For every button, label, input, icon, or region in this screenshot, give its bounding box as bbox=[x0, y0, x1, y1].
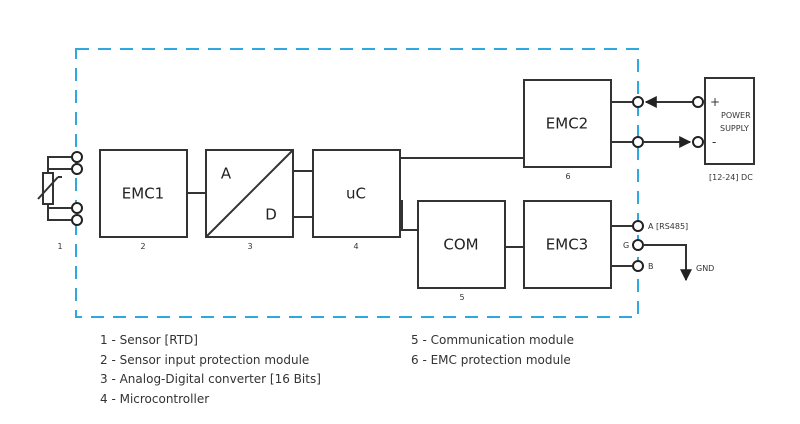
terminal-b-label: B bbox=[648, 262, 654, 271]
com-block bbox=[417, 200, 506, 289]
legend-item: 2 - Sensor input protection module bbox=[100, 352, 310, 367]
com-label: COM bbox=[443, 236, 478, 254]
psu-label-line1: POWER bbox=[721, 111, 751, 120]
emc2-block bbox=[523, 79, 612, 168]
emc2-label: EMC2 bbox=[546, 115, 588, 133]
com-number: 5 bbox=[459, 293, 464, 302]
emc1-number: 2 bbox=[140, 242, 145, 251]
legend-left: 1 - Sensor [RTD] 2 - Sensor input protec… bbox=[100, 331, 321, 409]
psu-plus-sign: + bbox=[710, 95, 720, 109]
sensor-terminal-2 bbox=[71, 163, 83, 175]
emc1-label: EMC1 bbox=[122, 185, 164, 203]
adc-label-d: D bbox=[265, 206, 277, 224]
adc-number: 3 bbox=[247, 242, 252, 251]
psu-minus-sign: - bbox=[712, 135, 716, 149]
terminal-a-label: A [RS485] bbox=[648, 222, 688, 231]
microcontroller-label: uC bbox=[346, 185, 366, 203]
power-terminal-minus bbox=[632, 136, 644, 148]
emc2-number: 6 bbox=[565, 172, 570, 181]
device-boundary bbox=[75, 48, 639, 318]
psu-terminal-plus bbox=[692, 96, 704, 108]
sensor-terminal-4 bbox=[71, 214, 83, 226]
adc-label-a: A bbox=[221, 165, 232, 183]
power-terminal-plus bbox=[632, 96, 644, 108]
emc1-block bbox=[99, 149, 188, 238]
emc3-label: EMC3 bbox=[546, 236, 588, 254]
rs485-terminal-g bbox=[632, 239, 644, 251]
psu-rating: [12-24] DC bbox=[709, 173, 753, 182]
legend-item: 3 - Analog-Digital converter [16 Bits] bbox=[100, 372, 321, 386]
legend-item: 6 - EMC protection module bbox=[411, 352, 571, 367]
rs485-terminal-a bbox=[632, 220, 644, 232]
adc-diagonal bbox=[205, 149, 294, 238]
gnd-label: GND bbox=[696, 264, 714, 273]
sensor-number: 1 bbox=[57, 242, 62, 251]
sensor-terminal-3 bbox=[71, 202, 83, 214]
gnd-wire bbox=[643, 244, 692, 282]
microcontroller-block bbox=[312, 149, 401, 238]
psu-label-line2: SUPPLY bbox=[720, 124, 749, 133]
terminal-g-label: G bbox=[623, 241, 629, 250]
legend-item: 1 - Sensor [RTD] bbox=[100, 333, 198, 347]
legend-right: 5 - Communication module 6 - EMC protect… bbox=[411, 331, 574, 370]
legend-item: 5 - Communication module bbox=[411, 333, 574, 347]
microcontroller-number: 4 bbox=[353, 242, 358, 251]
psu-terminal-minus bbox=[692, 136, 704, 148]
sensor-terminal-1 bbox=[71, 151, 83, 163]
rtd-sensor bbox=[37, 151, 83, 226]
rs485-terminal-b bbox=[632, 260, 644, 272]
power-supply-block bbox=[704, 77, 755, 165]
legend-item: 4 - Microcontroller bbox=[100, 391, 210, 406]
emc3-block bbox=[523, 200, 612, 289]
